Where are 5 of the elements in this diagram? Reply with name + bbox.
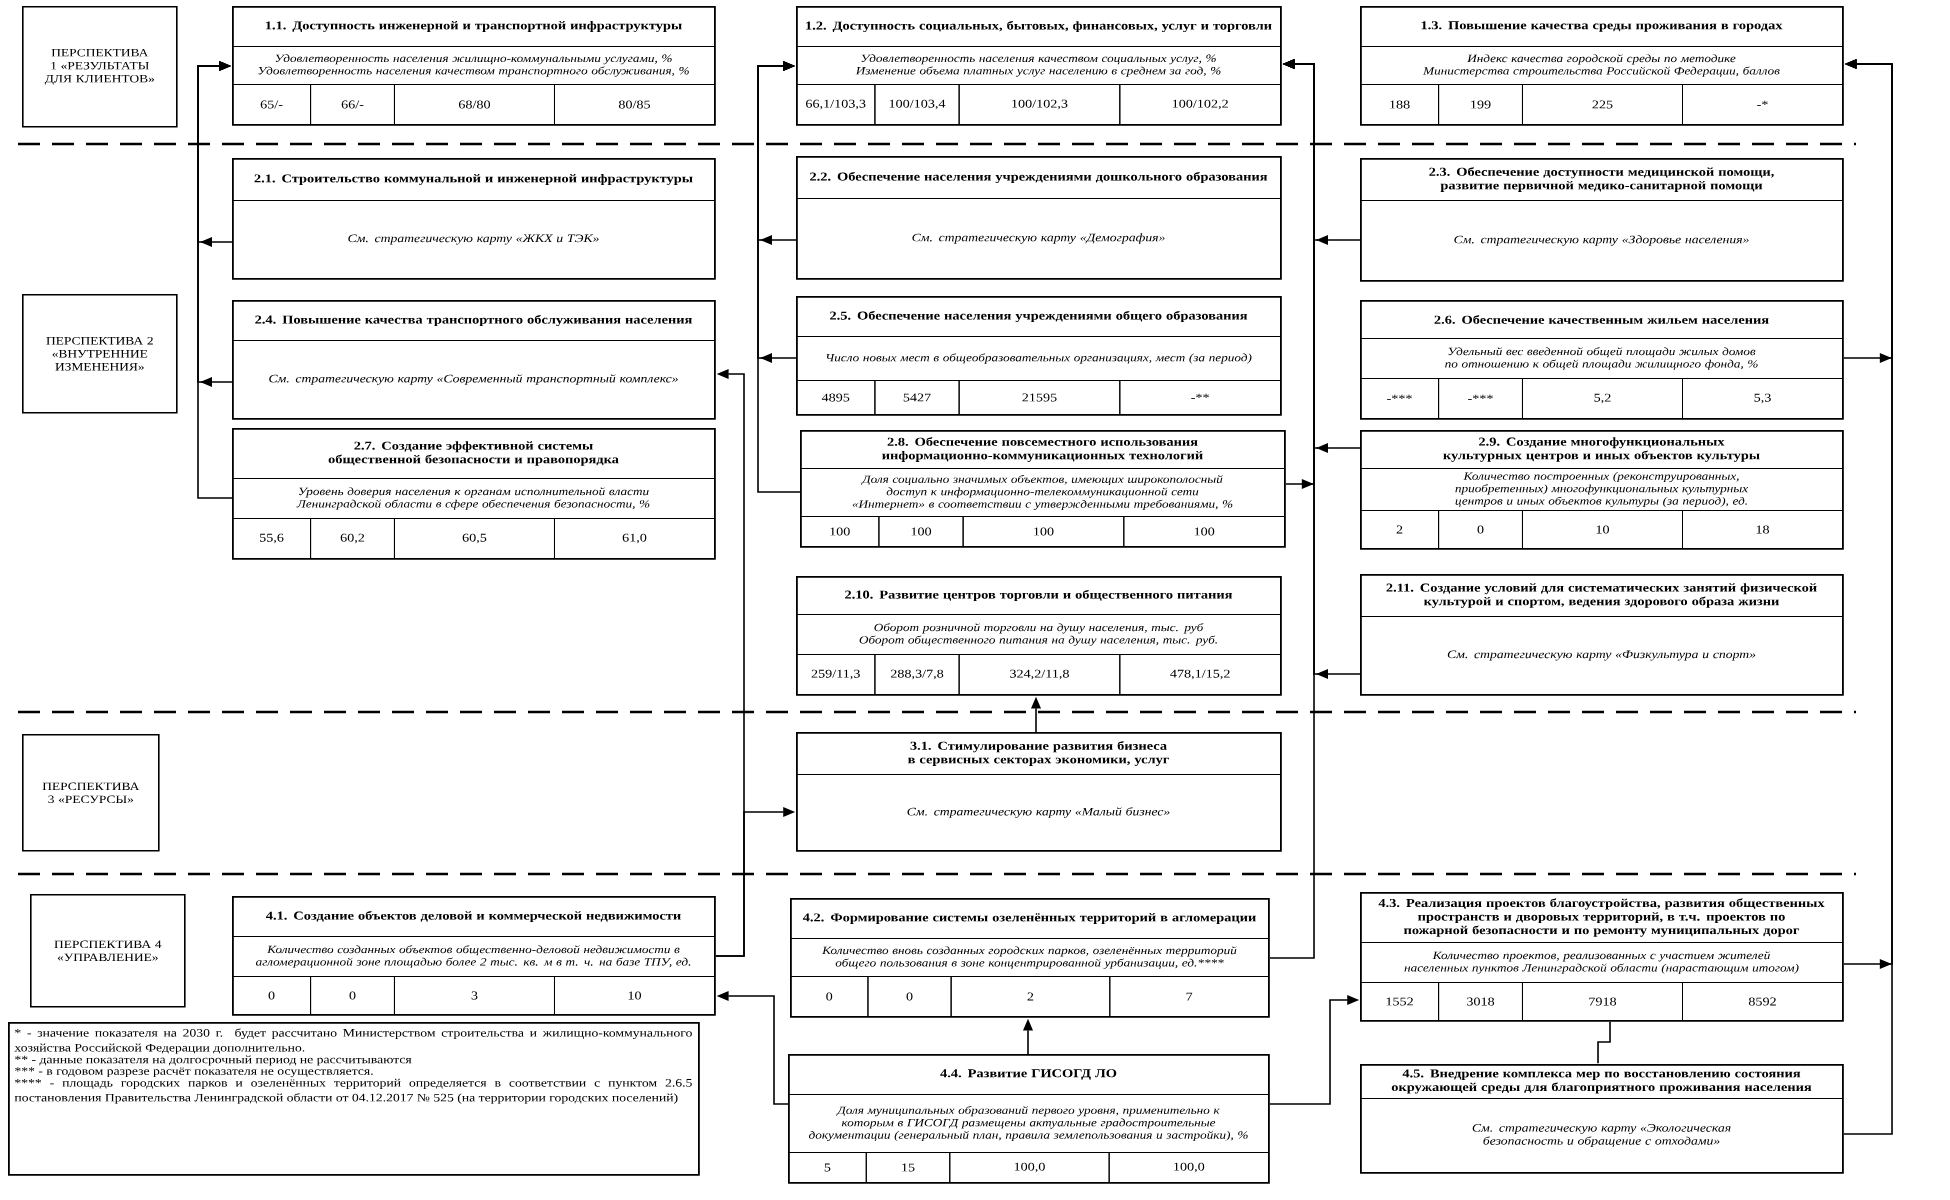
arrow — [1269, 59, 1315, 959]
connector-line — [1597, 1021, 1611, 1064]
arrow — [1843, 59, 1893, 1135]
arrow — [757, 61, 801, 493]
arrow — [197, 61, 233, 499]
